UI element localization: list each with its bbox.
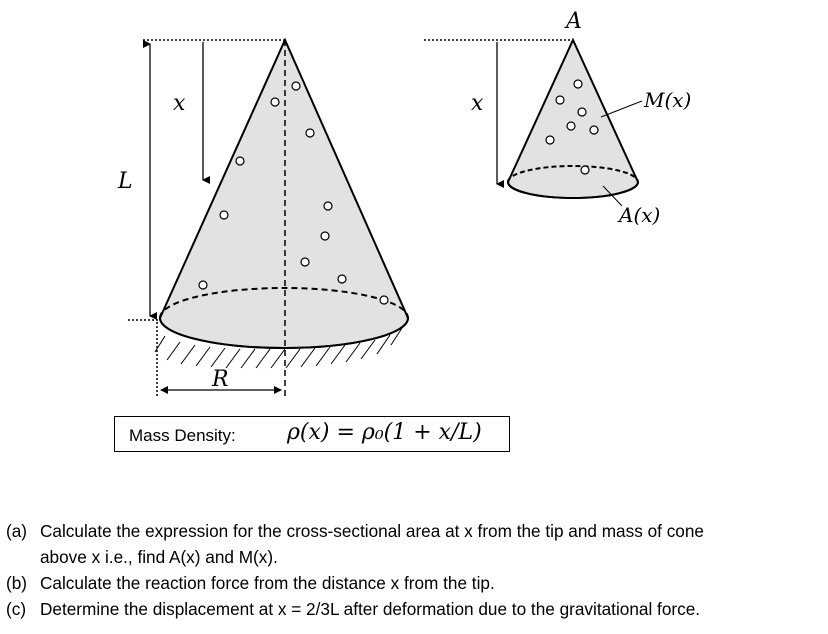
small-cone: A x M(x) A(x) [424,9,691,227]
label-x-right: x [471,91,484,116]
question-a-line2: above x i.e., find A(x) and M(x). [40,547,278,567]
question-c-tag: (c) [6,599,27,619]
mass-density-label: Mass Density: [129,426,236,445]
mass-density-box: Mass Density: ρ(x) = ρ₀(1 + x/L) [114,416,510,452]
mass-density-formula: ρ(x) = ρ₀(1 + x/L) [287,420,482,445]
question-a-tag: (a) [6,521,28,541]
label-x-left: x [173,91,186,116]
question-b: (b) Calculate the reaction force from th… [6,570,824,596]
question-c: (c) Determine the displacement at x = 2/… [6,596,824,622]
question-b-tag: (b) [6,573,28,593]
ground-hatching [154,327,403,369]
cone-diagram: L x R A x M(x) A(x) [117,9,691,396]
question-a: (a) Calculate the expression for the cro… [6,518,824,570]
question-list: (a) Calculate the expression for the cro… [6,518,824,622]
question-c-line1: Determine the displacement at x = 2/3L a… [40,599,701,619]
particles [198,81,389,305]
large-cone: L x R [117,37,410,396]
label-Ax: A(x) [617,203,660,227]
label-L: L [117,169,133,194]
question-b-line1: Calculate the reaction force from the di… [40,573,495,593]
question-a-line1: Calculate the expression for the cross-s… [40,521,704,541]
label-A-top: A [564,9,582,34]
label-Mx: M(x) [643,88,691,112]
small-particles [545,79,599,175]
label-R: R [211,367,229,392]
